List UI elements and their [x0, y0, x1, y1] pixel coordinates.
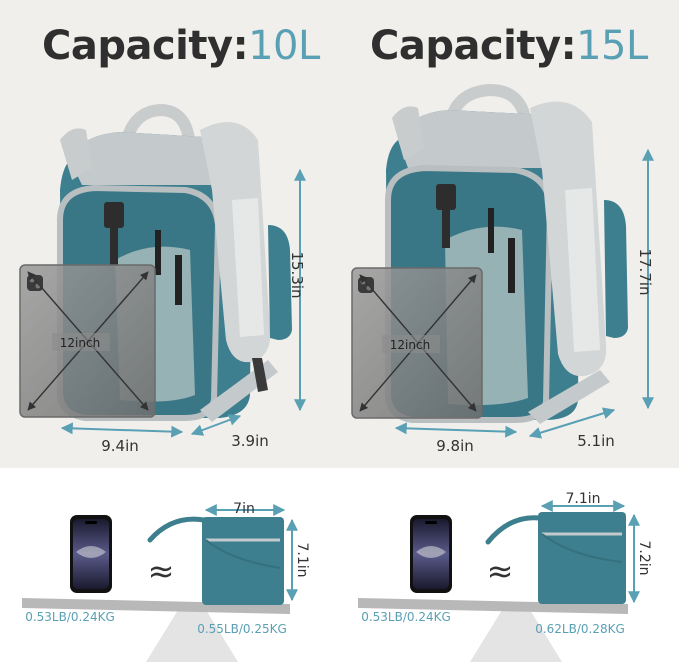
depth-label: 5.1in	[577, 432, 615, 450]
folded-scale-10l: ≈ 7in 7.1in 0.53LB/0.24KG 0.55LB/0.25KG	[22, 501, 310, 662]
approx-symbol: ≈	[148, 552, 175, 590]
depth-label: 3.9in	[231, 432, 269, 450]
height-label: 15.3in	[288, 251, 306, 298]
capacity-label: Capacity:	[42, 23, 249, 69]
tablet-diagonal-label: 12inch	[60, 336, 100, 350]
capacity-title-10l: Capacity:10L	[42, 18, 320, 74]
depth-dimension-line	[528, 407, 616, 439]
tablet-12inch-right: 12inch	[351, 267, 483, 419]
width-label: 9.4in	[101, 437, 139, 455]
folded-pouch	[147, 516, 284, 605]
pouch-height-label: 7.2in	[636, 540, 652, 575]
phone-icon	[70, 515, 112, 593]
capacity-value: 10L	[248, 23, 320, 69]
height-label: 17.7in	[636, 248, 654, 295]
pouch-width-label: 7.1in	[565, 491, 600, 507]
approx-symbol: ≈	[487, 552, 514, 590]
tablet-diagonal-label: 12inch	[390, 338, 430, 352]
tablet-12inch-left: 12inch	[19, 264, 156, 418]
pouch-weight-label: 0.55LB/0.25KG	[197, 622, 287, 636]
folded-pouch	[485, 512, 626, 604]
width-dimension-line	[60, 422, 184, 438]
capacity-label: Capacity:	[370, 23, 577, 69]
capacity-title-15l: Capacity:15L	[370, 18, 648, 74]
folded-scale-15l: ≈ 7.1in 7.2in 0.53LB/0.24KG 0.62LB/0.28K…	[358, 491, 652, 662]
capacity-value: 15L	[576, 23, 648, 69]
width-label: 9.8in	[436, 437, 474, 455]
pouch-weight-label: 0.62LB/0.28KG	[535, 622, 625, 636]
phone-weight-label: 0.53LB/0.24KG	[25, 610, 115, 624]
pouch-height-label: 7.1in	[294, 542, 310, 577]
width-dimension-line	[394, 422, 518, 438]
phone-weight-label: 0.53LB/0.24KG	[361, 610, 451, 624]
pouch-width-label: 7in	[233, 501, 255, 517]
depth-dimension-line	[190, 414, 242, 436]
phone-icon	[410, 515, 452, 593]
